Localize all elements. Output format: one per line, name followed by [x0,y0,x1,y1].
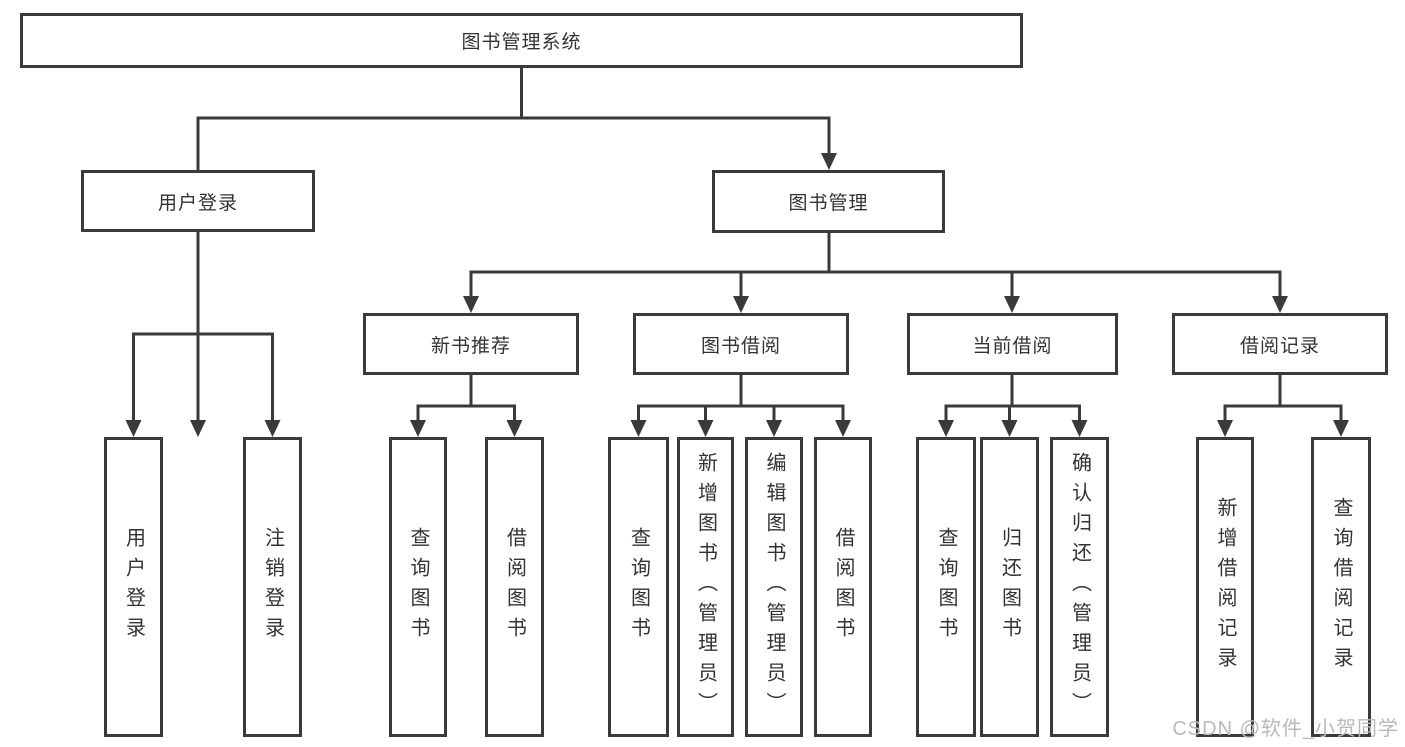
leaf-confirm-return-admin: 确认归还（管理员） [1050,437,1109,737]
node-current-borrowing: 当前借阅 [907,313,1118,375]
node-label: 图书借阅 [700,335,781,357]
node-label: 确认归还（管理员） [1068,452,1091,722]
node-label: 注销登录 [261,527,284,647]
leaf-return-books: 归还图书 [980,437,1039,737]
node-label: 当前借阅 [972,335,1053,357]
node-user-login: 用户登录 [81,170,315,232]
node-book-borrowing: 图书借阅 [633,313,849,375]
node-label: 归还图书 [998,527,1021,647]
node-library-management-system: 图书管理系统 [20,13,1023,68]
leaf-user-login: 用户登录 [104,437,163,737]
node-label: 用户登录 [122,527,145,647]
leaf-borrow-books-borrowing: 借阅图书 [814,437,872,737]
leaf-query-borrowing-record: 查询借阅记录 [1311,437,1371,737]
leaf-edit-books-admin: 编辑图书（管理员） [745,437,803,737]
node-label: 图书管理 [788,193,869,214]
leaf-query-books-current: 查询图书 [916,437,976,737]
csdn-watermark: CSDN @软件_小贺同学 [1172,718,1399,740]
node-label: 查询借阅记录 [1330,497,1352,677]
node-label: 新书推荐 [430,335,511,357]
leaf-borrow-books-recommend: 借阅图书 [485,437,544,737]
node-label: 查询图书 [407,527,429,647]
leaf-logout: 注销登录 [243,437,302,737]
node-label: 借阅图书 [503,527,526,647]
node-borrowing-records: 借阅记录 [1172,313,1388,375]
node-label: 查询图书 [935,527,957,647]
node-book-management: 图书管理 [712,170,945,233]
node-label: 图书管理系统 [461,32,582,53]
node-label: 新增借阅记录 [1214,497,1236,677]
node-label: 新增图书（管理员） [694,452,717,722]
leaf-query-books-recommend: 查询图书 [389,437,447,737]
node-label: 查询图书 [627,527,650,647]
node-label: 编辑图书（管理员） [763,452,785,722]
node-label: 借阅记录 [1239,335,1320,357]
node-label: 用户登录 [157,192,238,214]
leaf-add-borrowing-record: 新增借阅记录 [1196,437,1254,737]
leaf-add-books-admin: 新增图书（管理员） [677,437,734,737]
leaf-query-books-borrowing: 查询图书 [608,437,669,737]
node-new-book-recommend: 新书推荐 [363,313,579,375]
node-label: 借阅图书 [832,527,854,647]
